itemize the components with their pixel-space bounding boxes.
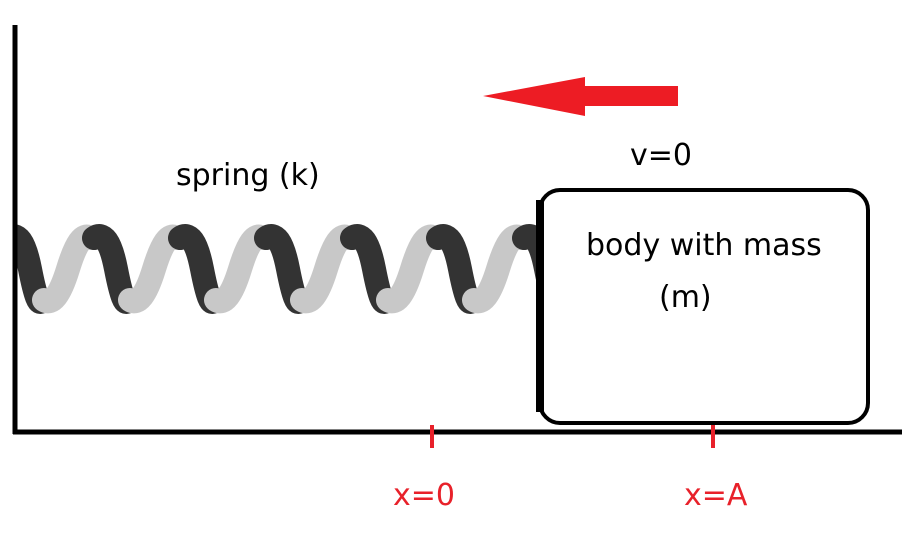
x-amplitude-label: x=A bbox=[684, 478, 748, 513]
spring bbox=[15, 224, 537, 314]
spring-coil-light bbox=[290, 224, 360, 314]
body-label-line1: body with mass bbox=[586, 228, 822, 263]
spring-label: spring (k) bbox=[176, 158, 320, 193]
arrow-left-icon bbox=[483, 77, 678, 116]
body-label-line2: (m) bbox=[659, 280, 712, 315]
spring-coil-light bbox=[118, 224, 188, 314]
spring-coil-light bbox=[462, 224, 532, 314]
spring-coil-light bbox=[32, 224, 102, 314]
spring-coil-dark bbox=[512, 224, 537, 285]
velocity-label: v=0 bbox=[630, 138, 692, 173]
x-zero-label: x=0 bbox=[393, 478, 455, 513]
spring-coil-light bbox=[204, 224, 274, 314]
spring-coil-light bbox=[376, 224, 446, 314]
